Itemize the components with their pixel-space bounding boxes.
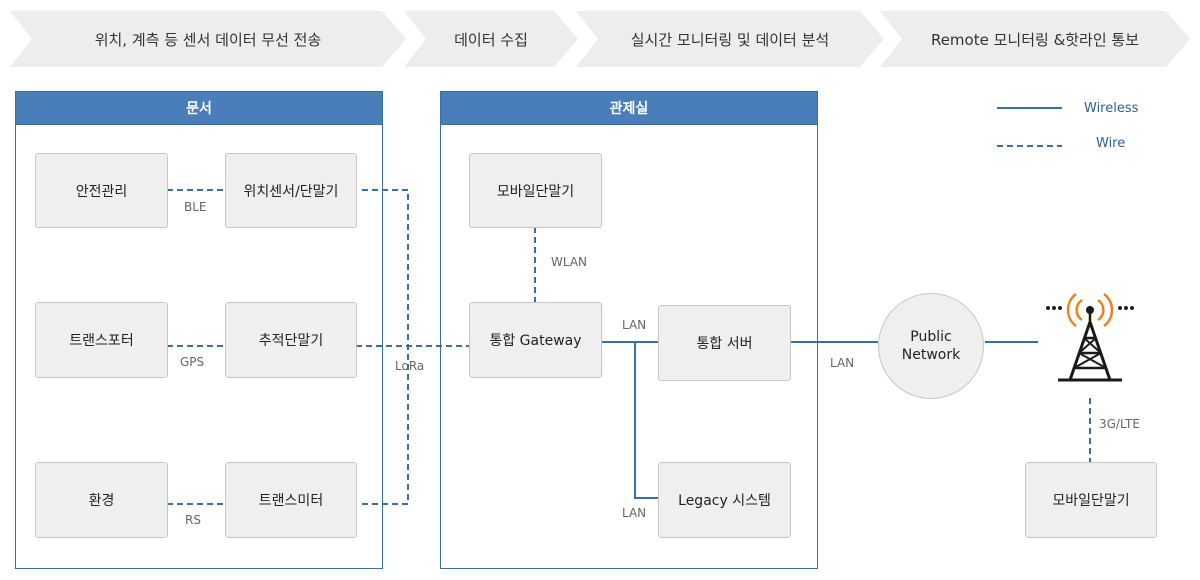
node-public-network: Public Network	[878, 293, 984, 399]
label-lora: LoRa	[395, 359, 425, 373]
link-lora-top	[362, 189, 409, 346]
label-gps: GPS	[180, 355, 205, 369]
process-step-3-label: 실시간 모니터링 및 데이터 분석	[630, 30, 830, 49]
node-gateway: 통합 Gateway	[469, 302, 602, 378]
label-lan-server: LAN	[622, 318, 647, 332]
legend-wire-label: Wire	[1096, 136, 1126, 151]
label-lan-network: LAN	[830, 356, 855, 370]
node-mobile-terminal-remote: 모바일단말기	[1025, 462, 1157, 538]
node-server: 통합 서버	[658, 305, 791, 381]
process-step-3: 실시간 모니터링 및 데이터 분석	[576, 11, 884, 67]
node-environment: 환경	[35, 462, 168, 538]
process-step-4: Remote 모니터링 &핫라인 통보	[880, 11, 1190, 67]
label-ble: BLE	[184, 200, 207, 214]
node-safety: 안전관리	[35, 153, 168, 228]
link-lan-legacy	[634, 342, 658, 499]
process-step-4-label: Remote 모니터링 &핫라인 통보	[930, 30, 1140, 49]
cell-tower-icon	[1046, 293, 1134, 382]
node-legacy-system: Legacy 시스템	[658, 462, 791, 538]
node-transmitter: 트랜스미터	[225, 462, 357, 538]
node-tracking-terminal: 추적단말기	[225, 302, 357, 378]
field-panel-title: 문서	[16, 92, 382, 125]
process-step-2: 데이터 수집	[404, 11, 578, 67]
label-cellular: 3G/LTE	[1099, 417, 1140, 431]
label-wlan: WLAN	[551, 255, 588, 269]
process-step-2-label: 데이터 수집	[454, 30, 528, 49]
label-lan-legacy: LAN	[622, 506, 647, 520]
link-lora-bottom	[362, 346, 409, 505]
node-mobile-terminal-control: 모바일단말기	[469, 153, 602, 228]
legend-wireless-label: Wireless	[1084, 101, 1139, 116]
label-rs: RS	[185, 513, 201, 527]
node-transporter: 트랜스포터	[35, 302, 168, 378]
process-step-1-label: 위치, 계측 등 센서 데이터 무선 전송	[94, 30, 322, 49]
process-step-1: 위치, 계측 등 센서 데이터 무선 전송	[10, 11, 406, 67]
control-room-panel-title: 관제실	[441, 92, 817, 125]
node-location-sensor: 위치센서/단말기	[225, 153, 357, 228]
